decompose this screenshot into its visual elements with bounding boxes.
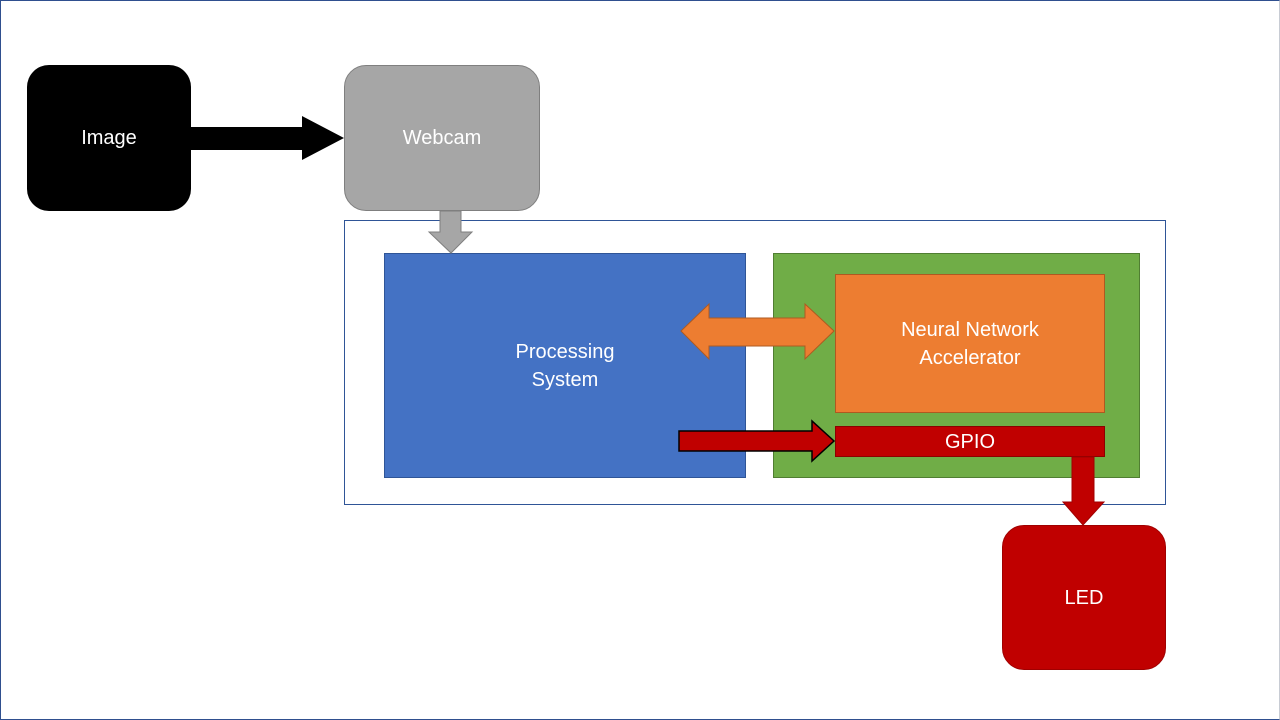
processing-system-label: Processing System [515, 340, 615, 391]
led-label: LED [1064, 586, 1104, 609]
webcam-node: Webcam [344, 65, 540, 211]
image-node: Image [27, 65, 191, 211]
processing-system-node: Processing System [384, 253, 746, 478]
webcam-label: Webcam [402, 127, 482, 149]
led-node: LED [1002, 525, 1166, 670]
image-label: Image [81, 127, 137, 149]
gpio-label: GPIO [944, 430, 995, 453]
neural-network-accelerator-label: Neural Network Accelerator [901, 318, 1039, 369]
gpio-node: GPIO [835, 426, 1105, 457]
neural-network-accelerator-node: Neural Network Accelerator [835, 274, 1105, 413]
